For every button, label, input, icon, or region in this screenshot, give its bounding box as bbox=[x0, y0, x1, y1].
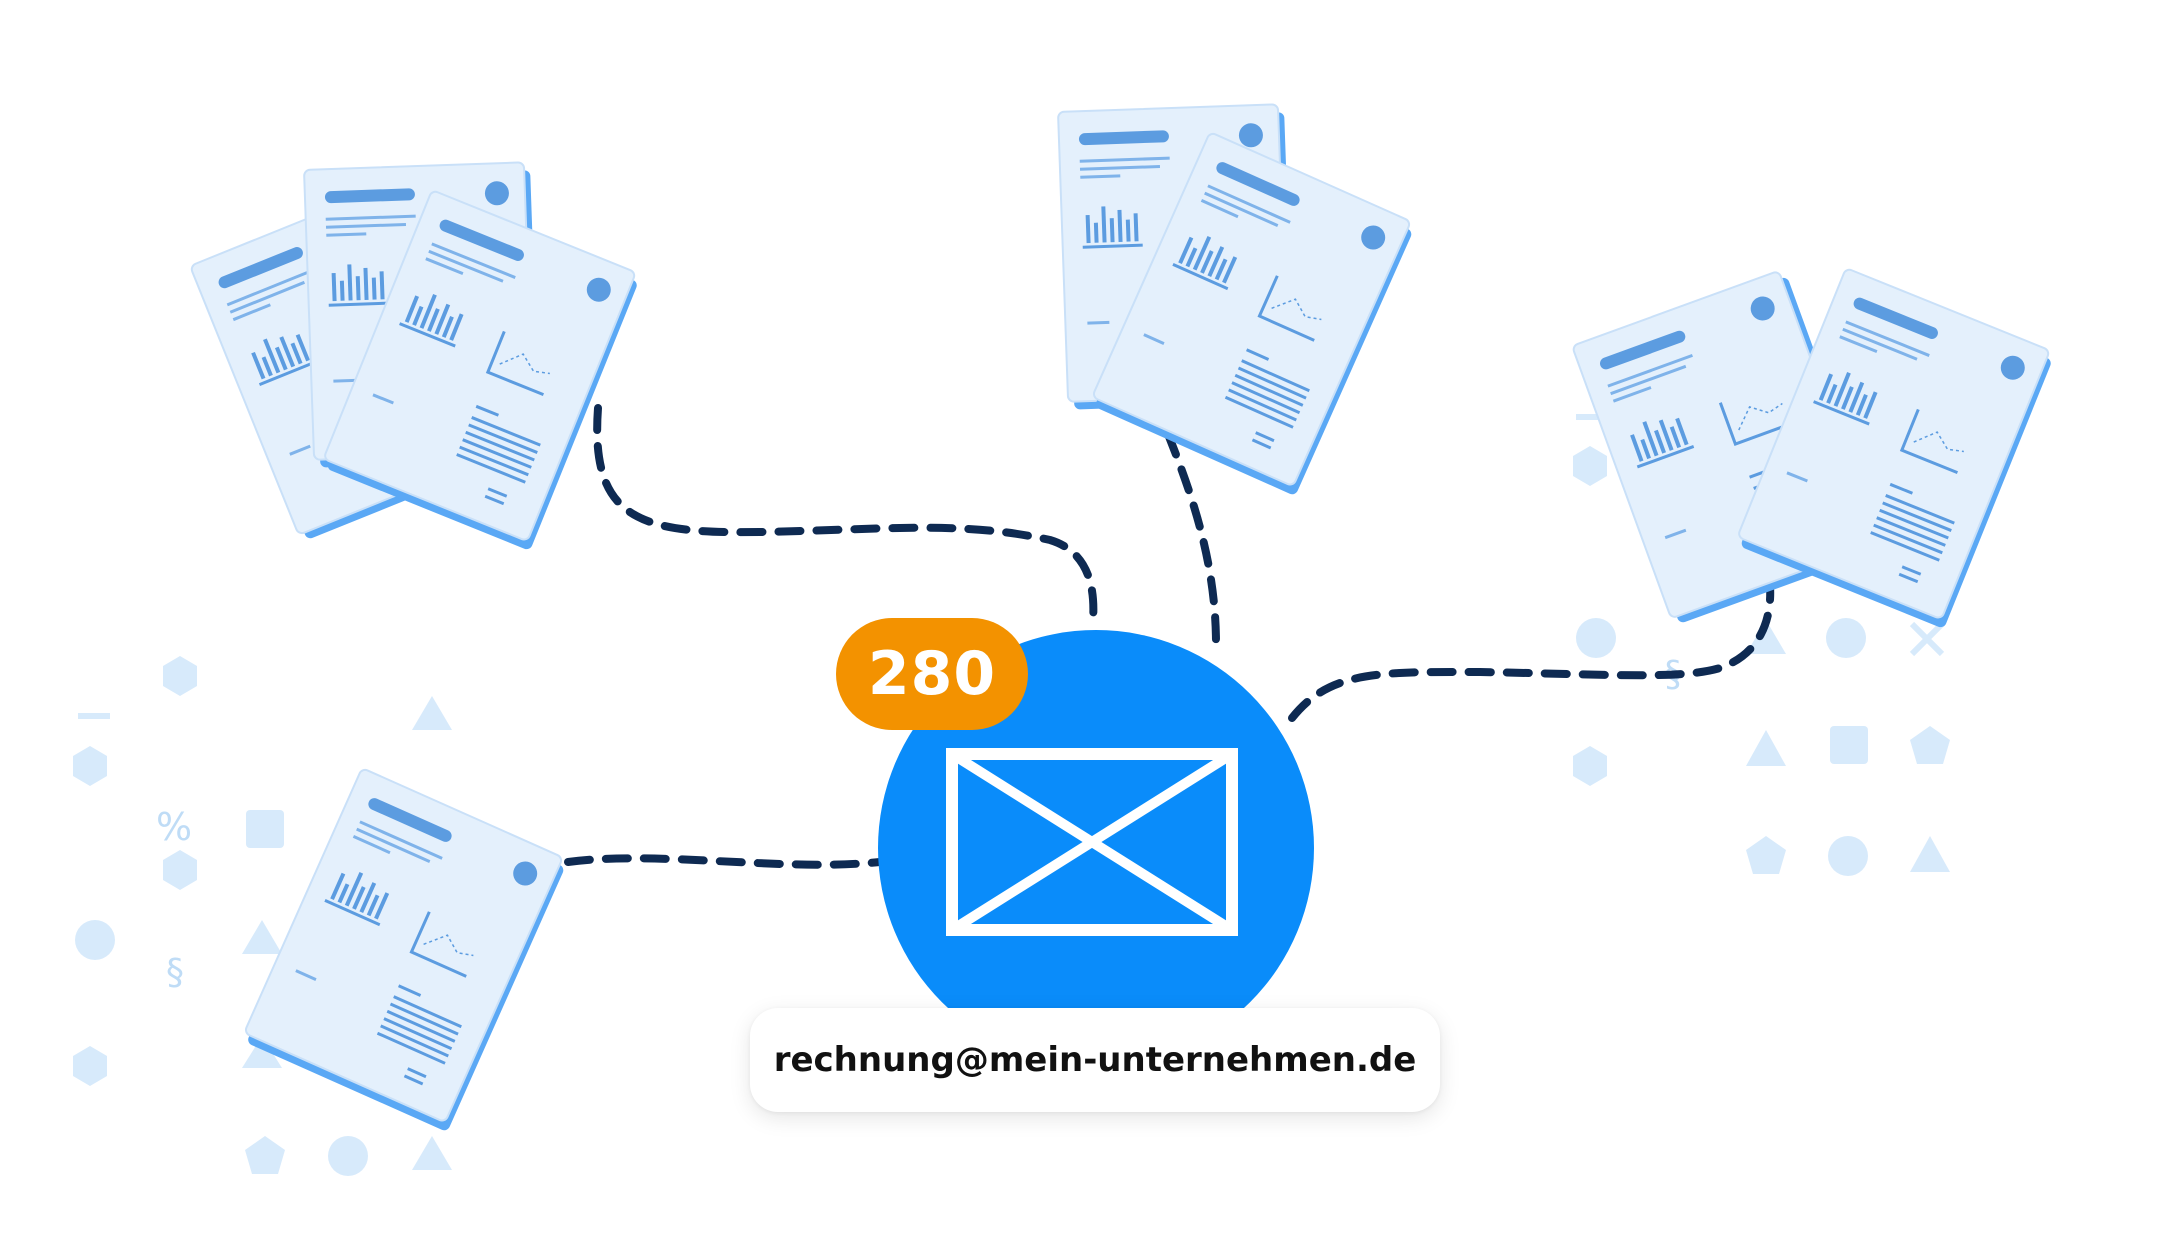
document-count: 280 bbox=[867, 639, 997, 709]
document-bottom-left bbox=[238, 766, 571, 1135]
decor-shapes-right: § bbox=[1573, 414, 1950, 876]
envelope-icon bbox=[946, 748, 1238, 936]
svg-text:§: § bbox=[166, 952, 184, 993]
document-stack-right bbox=[1570, 266, 2058, 631]
email-address-pill: rechnung@mein-unternehmen.de bbox=[750, 1008, 1440, 1112]
email-address: rechnung@mein-unternehmen.de bbox=[773, 1040, 1417, 1080]
svg-text:%: % bbox=[156, 805, 192, 849]
document-count-badge: 280 bbox=[836, 618, 1028, 730]
document-stack-top-left bbox=[188, 162, 644, 553]
document-stack-top-center bbox=[1058, 104, 1419, 499]
connector-lines bbox=[564, 404, 1775, 869]
decor-shapes-left: % § bbox=[73, 656, 452, 1176]
mail-circle bbox=[878, 630, 1314, 1066]
